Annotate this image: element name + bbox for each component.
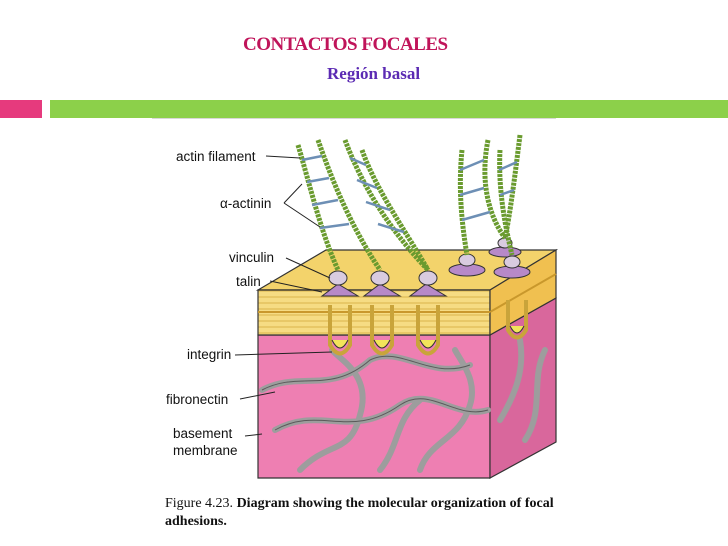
actinin-rungs [301, 154, 518, 234]
figure-top-border [152, 118, 556, 119]
accent-bar-green [50, 100, 728, 118]
slide-subtitle: Región basal [327, 64, 421, 83]
label-membrane: membrane [173, 443, 238, 458]
label-integrin: integrin [187, 347, 231, 362]
accent-bar-pink [0, 100, 42, 118]
leader-lines [234, 155, 333, 437]
label-vinculin: vinculin [229, 250, 274, 265]
integrin-group [328, 300, 528, 356]
figure-caption: Figure 4.23. Diagram showing the molecul… [165, 495, 585, 531]
slide-title: CONTACTOS FOCALES [243, 34, 448, 55]
label-actin-filament: actin filament [176, 149, 256, 164]
label-alpha-actinin: α-actinin [220, 196, 271, 211]
caption-figure-number: Figure 4.23. [165, 496, 234, 511]
actin-filaments [295, 134, 523, 272]
caption-text: Diagram showing the molecular organizati… [165, 496, 554, 529]
label-talin: talin [236, 274, 261, 289]
label-basement: basement [173, 426, 233, 441]
label-fibronectin: fibronectin [166, 392, 228, 407]
